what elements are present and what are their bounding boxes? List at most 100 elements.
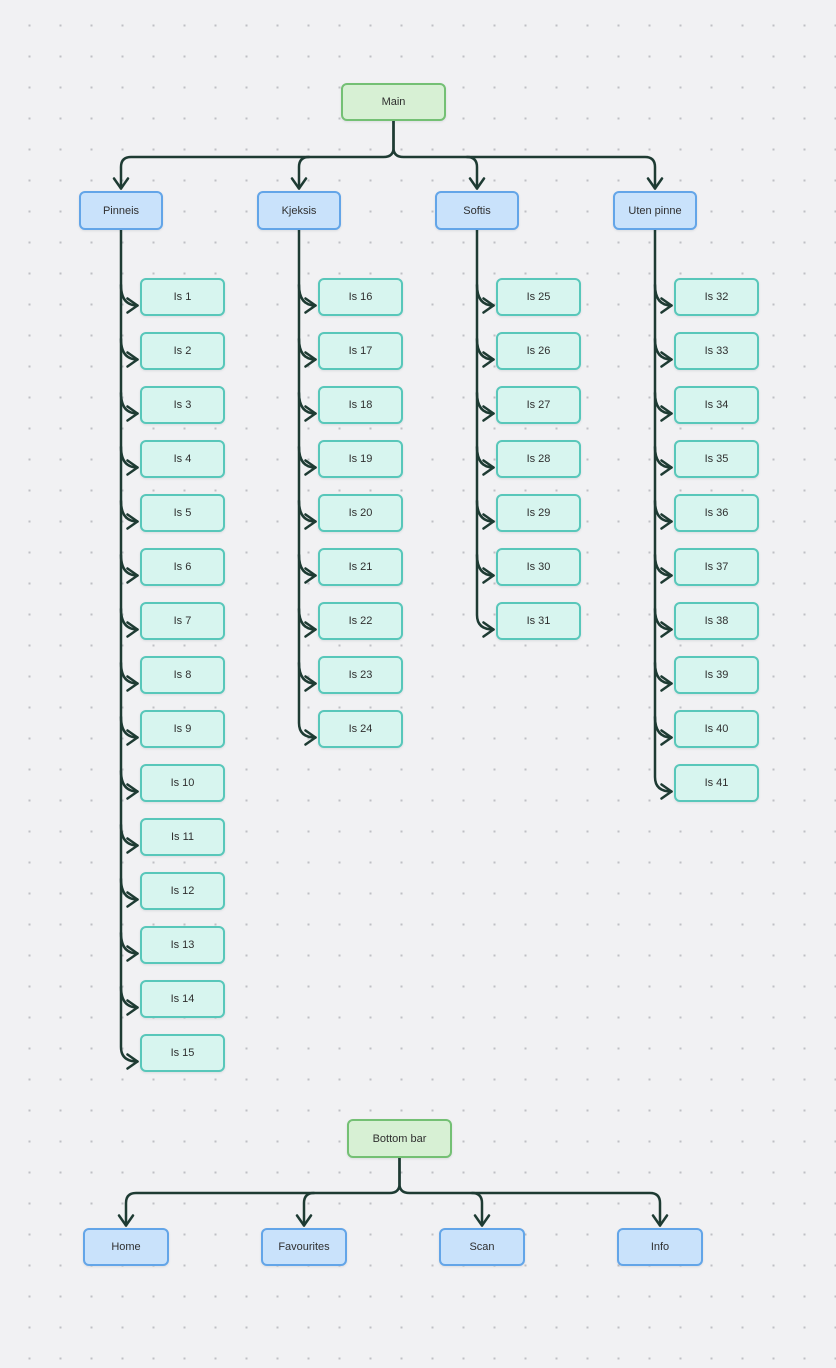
node-is-20[interactable]: Is 20 — [318, 494, 403, 532]
node-label: Is 13 — [170, 939, 195, 951]
node-is-13[interactable]: Is 13 — [140, 926, 225, 964]
node-is-14[interactable]: Is 14 — [140, 980, 225, 1018]
connector-arrow — [297, 337, 317, 368]
node-is-15[interactable]: Is 15 — [140, 1034, 225, 1072]
node-is-6[interactable]: Is 6 — [140, 548, 225, 586]
node-label: Is 16 — [348, 291, 373, 303]
node-is-19[interactable]: Is 19 — [318, 440, 403, 478]
connector-arrow — [119, 228, 139, 1070]
connector-arrow — [119, 985, 139, 1016]
node-is-18[interactable]: Is 18 — [318, 386, 403, 424]
connector-arrow — [475, 283, 495, 314]
node-bottom-bar[interactable]: Bottom bar — [347, 1119, 452, 1158]
node-is-37[interactable]: Is 37 — [674, 548, 759, 586]
node-is-16[interactable]: Is 16 — [318, 278, 403, 316]
node-label: Is 32 — [704, 291, 729, 303]
node-is-30[interactable]: Is 30 — [496, 548, 581, 586]
node-label: Is 20 — [348, 507, 373, 519]
node-is-35[interactable]: Is 35 — [674, 440, 759, 478]
node-label: Is 7 — [173, 615, 192, 627]
connector-arrow — [297, 661, 317, 692]
node-label: Is 14 — [170, 993, 195, 1005]
connector-arrow — [465, 155, 486, 190]
node-is-21[interactable]: Is 21 — [318, 548, 403, 586]
node-label: Is 33 — [704, 345, 729, 357]
connector-arrow — [297, 553, 317, 584]
connector-arrow — [119, 553, 139, 584]
node-is-5[interactable]: Is 5 — [140, 494, 225, 532]
node-is-1[interactable]: Is 1 — [140, 278, 225, 316]
node-is-9[interactable]: Is 9 — [140, 710, 225, 748]
connector-arrow — [119, 337, 139, 368]
node-is-39[interactable]: Is 39 — [674, 656, 759, 694]
node-label: Pinneis — [102, 204, 140, 217]
node-is-11[interactable]: Is 11 — [140, 818, 225, 856]
node-scan[interactable]: Scan — [439, 1228, 525, 1266]
node-is-10[interactable]: Is 10 — [140, 764, 225, 802]
connector-arrow — [297, 607, 317, 638]
node-is-40[interactable]: Is 40 — [674, 710, 759, 748]
node-is-28[interactable]: Is 28 — [496, 440, 581, 478]
node-kjeksis[interactable]: Kjeksis — [257, 191, 341, 230]
connector-arrow — [295, 1191, 316, 1227]
node-main[interactable]: Main — [341, 83, 446, 121]
connector-arrow — [653, 553, 673, 584]
connector-arrow — [475, 228, 495, 638]
connector-arrow — [112, 119, 395, 190]
node-is-7[interactable]: Is 7 — [140, 602, 225, 640]
node-is-23[interactable]: Is 23 — [318, 656, 403, 694]
connector-arrow — [119, 607, 139, 638]
node-label: Is 3 — [173, 399, 192, 411]
node-home[interactable]: Home — [83, 1228, 169, 1266]
node-is-27[interactable]: Is 27 — [496, 386, 581, 424]
connector-arrow — [653, 445, 673, 476]
node-is-31[interactable]: Is 31 — [496, 602, 581, 640]
connector-arrow — [392, 119, 664, 190]
connector-arrow — [653, 499, 673, 530]
connector-arrow — [653, 391, 673, 422]
node-uten-pinne[interactable]: Uten pinne — [613, 191, 697, 230]
node-softis[interactable]: Softis — [435, 191, 519, 230]
node-label: Is 27 — [526, 399, 551, 411]
connector-arrow — [119, 877, 139, 908]
node-is-34[interactable]: Is 34 — [674, 386, 759, 424]
node-is-17[interactable]: Is 17 — [318, 332, 403, 370]
connector-arrow — [470, 1191, 491, 1227]
node-label: Bottom bar — [372, 1132, 427, 1145]
node-is-8[interactable]: Is 8 — [140, 656, 225, 694]
node-is-25[interactable]: Is 25 — [496, 278, 581, 316]
node-label: Is 2 — [173, 345, 192, 357]
node-label: Is 35 — [704, 453, 729, 465]
node-is-26[interactable]: Is 26 — [496, 332, 581, 370]
node-is-41[interactable]: Is 41 — [674, 764, 759, 802]
node-is-38[interactable]: Is 38 — [674, 602, 759, 640]
node-favourites[interactable]: Favourites — [261, 1228, 347, 1266]
node-is-24[interactable]: Is 24 — [318, 710, 403, 748]
node-label: Main — [381, 96, 406, 108]
node-label: Is 4 — [173, 453, 192, 465]
node-label: Is 25 — [526, 291, 551, 303]
node-is-32[interactable]: Is 32 — [674, 278, 759, 316]
node-is-4[interactable]: Is 4 — [140, 440, 225, 478]
node-is-3[interactable]: Is 3 — [140, 386, 225, 424]
connector-arrow — [119, 499, 139, 530]
node-pinneis[interactable]: Pinneis — [79, 191, 163, 230]
connector-arrow — [475, 391, 495, 422]
node-is-22[interactable]: Is 22 — [318, 602, 403, 640]
node-label: Is 17 — [348, 345, 373, 357]
node-is-12[interactable]: Is 12 — [140, 872, 225, 910]
node-label: Is 24 — [348, 723, 373, 735]
node-is-33[interactable]: Is 33 — [674, 332, 759, 370]
connector-arrow — [290, 155, 311, 190]
node-info[interactable]: Info — [617, 1228, 703, 1266]
connector-arrow — [653, 661, 673, 692]
node-label: Is 22 — [348, 615, 373, 627]
node-label: Is 12 — [170, 885, 195, 897]
node-is-36[interactable]: Is 36 — [674, 494, 759, 532]
connector-arrow — [297, 499, 317, 530]
connector-arrow — [653, 607, 673, 638]
node-is-2[interactable]: Is 2 — [140, 332, 225, 370]
node-is-29[interactable]: Is 29 — [496, 494, 581, 532]
node-label: Favourites — [278, 1241, 330, 1253]
